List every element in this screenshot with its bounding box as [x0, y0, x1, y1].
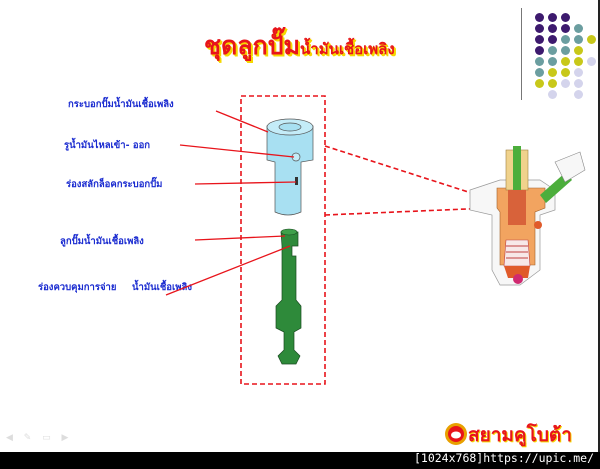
watermark: [1024x768]https://upic.me/ [413, 451, 594, 465]
pump-assembly-cutaway [469, 146, 586, 286]
slide: ชุดลูกปั๊มน้ำมันเชื้อเพลิง กร [0, 0, 600, 452]
label-pump-barrel: กระบอกปั๊มน้ำมันเชื้อเพลิง [68, 99, 174, 110]
title-main: ชุดลูกปั๊ม [204, 31, 301, 60]
label-fuel-port: รูน้ำมันไหลเข้า- ออก [64, 140, 151, 151]
title-sub: น้ำมันเชื้อเพลิง [300, 40, 395, 58]
diagram [165, 95, 586, 445]
pump-barrel-part [266, 118, 314, 216]
zoom-box [240, 95, 326, 385]
brand-logo-icon [445, 423, 467, 445]
label-barrel-lock-groove: ร่องสลักล็อคกระบอกปั๊ม [66, 179, 163, 190]
label-control-groove: ร่องควบคุมการจ่าย [38, 282, 117, 293]
label-plunger: ลูกปั๊มน้ำมันเชื้อเพลิง [60, 236, 144, 247]
bottom-bar [0, 452, 600, 469]
slide-nav-controls[interactable]: ◀ ✎ ▭ ▶ [6, 433, 73, 443]
decor-divider [521, 8, 522, 100]
label-fuel: น้ำมันเชื้อเพลิง [132, 282, 192, 293]
plunger-part [275, 228, 302, 365]
page-title: ชุดลูกปั๊มน้ำมันเชื้อเพลิง [204, 26, 395, 66]
brand-name: สยามคูโบต้า [468, 424, 572, 446]
